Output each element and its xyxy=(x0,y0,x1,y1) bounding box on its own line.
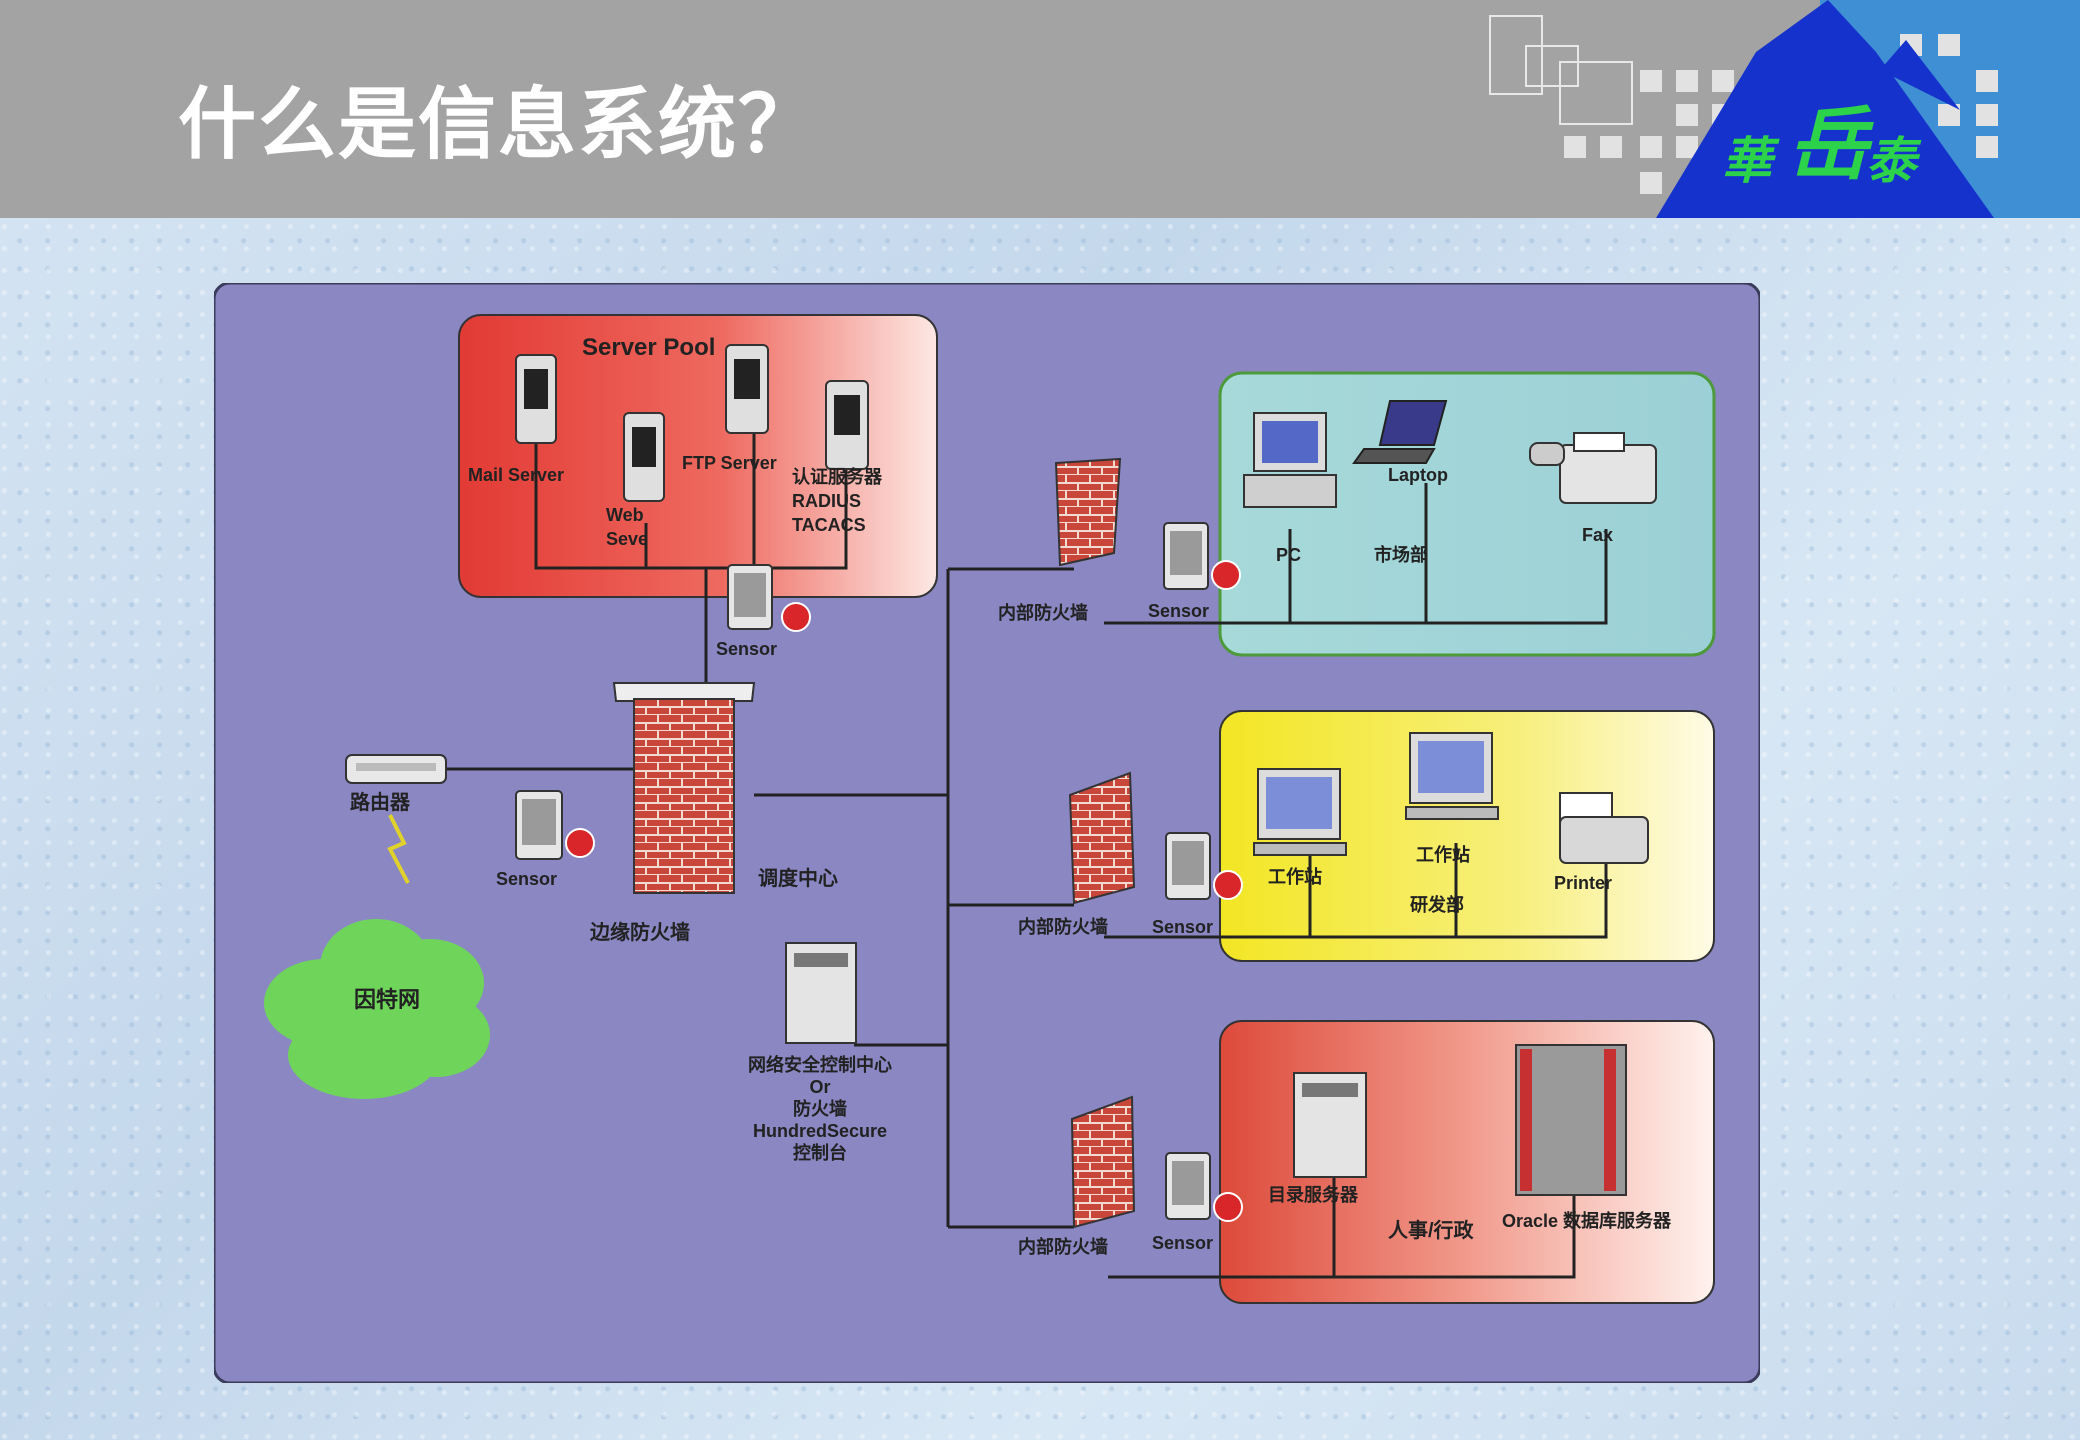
logo-char-2: 岳 xyxy=(1788,97,1874,191)
database-server-icon xyxy=(1515,1044,1627,1196)
directory-server-icon xyxy=(1293,1072,1367,1178)
dispatch-center-label: 调度中心 xyxy=(758,866,838,890)
server-pool-zone xyxy=(458,314,938,598)
server-label-auth: 认证服务器 RADIUS TACACS xyxy=(792,466,883,535)
router-icon xyxy=(345,754,447,784)
server-icon xyxy=(825,380,869,470)
dept-zone-2 xyxy=(1219,710,1715,962)
branch-sensor-label: Sensor xyxy=(1152,1233,1213,1253)
server-icon xyxy=(725,344,769,434)
branch-sensor-label: Sensor xyxy=(1152,917,1213,937)
device-label: Fax xyxy=(1582,525,1613,545)
workstation-icon xyxy=(1405,732,1499,820)
label-line: 防火墙 xyxy=(793,1098,847,1119)
internal-firewall-label: 内部防火墙 xyxy=(998,602,1088,623)
edge-firewall-label: 边缘防火墙 xyxy=(589,920,690,944)
branch-sensor-label: Sensor xyxy=(1148,601,1209,621)
dept-label: 市场部 xyxy=(1374,544,1428,565)
sensor-label-edge: Sensor xyxy=(496,869,557,889)
label-line: 网络安全控制中心 xyxy=(748,1054,892,1075)
dept-label: 研发部 xyxy=(1410,894,1464,915)
server-icon xyxy=(623,412,665,502)
label-line: TACACS xyxy=(792,515,866,535)
printer-icon xyxy=(1559,792,1649,864)
device-label: 工作站 xyxy=(1268,866,1322,887)
label-line: Or xyxy=(809,1077,830,1097)
pc-icon xyxy=(1243,412,1337,508)
device-label: 目录服务器 xyxy=(1268,1184,1359,1205)
internet-cloud-icon xyxy=(264,919,490,1099)
server-label-ftp: FTP Server xyxy=(682,453,777,473)
internal-firewall-label: 内部防火墙 xyxy=(1018,1236,1108,1257)
internet-label: 因特网 xyxy=(354,987,420,1012)
control-server-icon xyxy=(785,942,857,1044)
logo-char-1: 華 xyxy=(1722,131,1780,190)
firewall-icon xyxy=(1070,1095,1136,1229)
logo: 華 岳 泰 xyxy=(1489,0,2080,218)
logo-char-3: 泰 xyxy=(1866,131,1922,190)
mountain-icon xyxy=(1656,0,1994,218)
server-label-mail: Mail Server xyxy=(468,465,564,485)
label-line: 控制台 xyxy=(793,1142,847,1163)
slide-header: 什么是信息系统？ 華 岳 泰 xyxy=(0,0,2080,218)
sensor-icon xyxy=(515,790,595,860)
dept-label: 人事/行政 xyxy=(1388,1218,1475,1242)
slide-title: 什么是信息系统？ xyxy=(178,80,819,168)
firewall-icon xyxy=(1054,457,1122,567)
sensor-icon xyxy=(1165,1152,1243,1222)
label-line: RADIUS xyxy=(792,491,861,511)
internal-firewall-label: 内部防火墙 xyxy=(1018,916,1108,937)
firewall-icon xyxy=(1068,771,1136,905)
sensor-icon xyxy=(1165,832,1243,900)
firewall-icon xyxy=(612,682,756,894)
device-label: 工作站 xyxy=(1416,844,1470,865)
router-label: 路由器 xyxy=(350,790,411,814)
device-label: PC xyxy=(1276,545,1301,565)
server-pool-title: Server Pool xyxy=(582,334,715,361)
label-line: HundredSecure xyxy=(753,1121,887,1141)
label-line: Seve xyxy=(606,529,648,549)
sensor-icon xyxy=(727,564,811,632)
decor-outlines xyxy=(1489,15,1633,125)
laptop-icon xyxy=(1352,400,1448,464)
device-label: Oracle 数据库服务器 xyxy=(1502,1210,1672,1231)
server-icon xyxy=(515,354,557,444)
sensor-icon xyxy=(1163,522,1241,590)
device-label: Laptop xyxy=(1388,465,1448,485)
sensor-label-pool: Sensor xyxy=(716,639,777,659)
label-line: Web xyxy=(606,505,644,525)
device-label: Printer xyxy=(1554,873,1612,893)
lightning-icon xyxy=(387,814,410,884)
fax-icon xyxy=(1529,432,1657,504)
workstation-icon xyxy=(1253,768,1347,856)
label-line: 认证服务器 xyxy=(792,466,883,487)
